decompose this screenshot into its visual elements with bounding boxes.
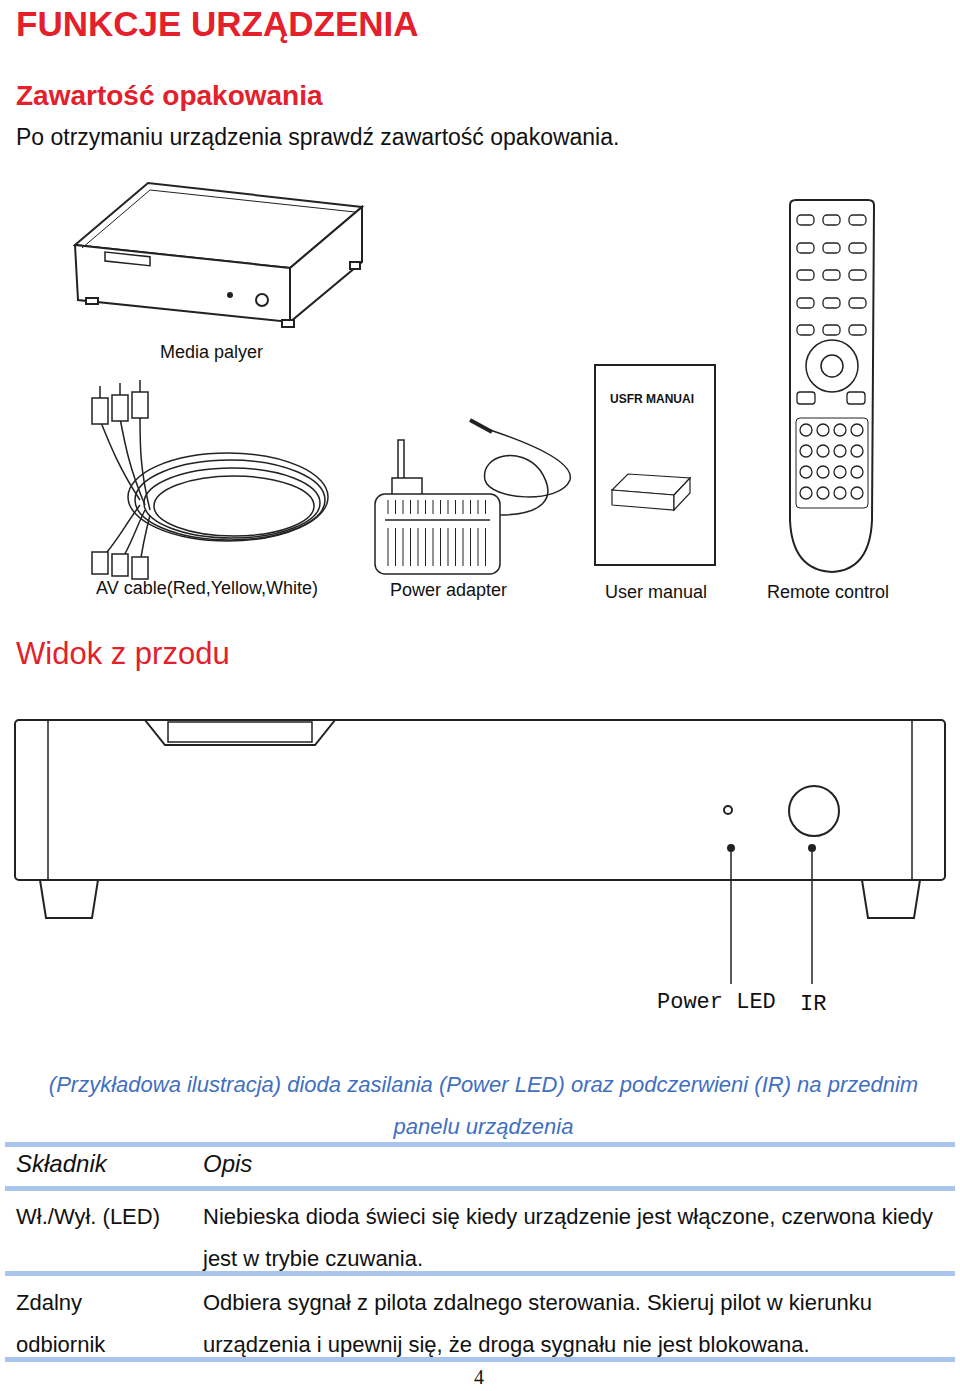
remote-button	[834, 424, 846, 436]
remote-button	[817, 445, 829, 457]
remote-button	[834, 445, 846, 457]
remote-button	[849, 243, 866, 253]
grill-line	[470, 528, 471, 566]
remote-button	[800, 445, 812, 457]
grill-line	[395, 500, 396, 514]
part-name: Power LED	[657, 990, 776, 1015]
av-cable-drawing	[92, 380, 328, 579]
table-header: Opis	[203, 1150, 252, 1178]
grill-line	[455, 500, 456, 514]
remote-buttons	[797, 215, 866, 499]
manual-device-sketch	[612, 474, 690, 510]
part-name: IR	[800, 992, 826, 1017]
grill-line	[478, 500, 479, 514]
remote-button	[797, 243, 814, 253]
grill-line	[410, 500, 411, 514]
remote-button	[797, 392, 815, 404]
remote-button	[851, 487, 863, 499]
grill-line	[388, 500, 389, 514]
intro-text: Po otrzymaniu urządzenia sprawdź zawarto…	[16, 124, 619, 151]
grill-line	[410, 528, 411, 566]
grill-line	[478, 528, 479, 566]
remote-button	[849, 270, 866, 280]
grill-line	[440, 528, 441, 566]
figure-caption: (Przykładowa ilustracja) dioda zasilania…	[16, 1064, 951, 1148]
remote-button	[797, 215, 814, 225]
remote-button	[823, 270, 840, 280]
media-player-drawing	[75, 183, 362, 327]
remote-button	[797, 325, 814, 335]
table-cell: Wł./Wył. (LED)	[16, 1196, 166, 1238]
section-heading: Widok z przodu	[16, 636, 230, 672]
grill-line	[448, 528, 449, 566]
remote-button	[834, 466, 846, 478]
remote-control-drawing	[790, 200, 874, 572]
grill-line	[395, 528, 396, 566]
manual-box: USFR MANUAI	[594, 364, 716, 566]
remote-button	[834, 487, 846, 499]
grill-line	[418, 500, 419, 514]
power-adapter-drawing	[375, 440, 500, 574]
adapter-grill	[388, 500, 486, 566]
remote-button	[849, 215, 866, 225]
remote-button	[847, 392, 865, 404]
remote-button	[851, 466, 863, 478]
remote-button	[823, 243, 840, 253]
grill-line	[418, 528, 419, 566]
remote-button	[851, 424, 863, 436]
page-number: 4	[474, 1366, 484, 1389]
grill-line	[463, 528, 464, 566]
grill-line	[425, 528, 426, 566]
item-label: Power adapter	[390, 580, 507, 601]
remote-button	[823, 215, 840, 225]
table-cell: Odbiera sygnał z pilota zdalnego sterowa…	[203, 1282, 955, 1366]
remote-button	[849, 325, 866, 335]
table-cell: Niebieska dioda świeci się kiedy urządze…	[203, 1196, 955, 1280]
page-title: FUNKCJE URZĄDZENIA	[16, 4, 419, 44]
grill-line	[433, 500, 434, 514]
grill-line	[470, 500, 471, 514]
section-heading: Zawartość opakowania	[16, 80, 323, 112]
grill-line	[463, 500, 464, 514]
remote-button	[797, 298, 814, 308]
table-rules	[5, 1142, 955, 1362]
remote-button	[800, 424, 812, 436]
power-cord-drawing	[470, 420, 570, 515]
remote-button	[823, 325, 840, 335]
grill-line	[448, 500, 449, 514]
grill-line	[433, 528, 434, 566]
grill-line	[388, 528, 389, 566]
remote-button	[797, 270, 814, 280]
remote-button	[817, 466, 829, 478]
item-label: Media palyer	[160, 342, 263, 363]
item-label: Remote control	[767, 582, 889, 603]
remote-button	[851, 445, 863, 457]
table-header: Składnik	[16, 1150, 107, 1178]
manual-title: USFR MANUAI	[596, 366, 714, 406]
remote-button	[800, 466, 812, 478]
grill-line	[485, 500, 486, 514]
remote-button	[823, 298, 840, 308]
remote-button	[817, 424, 829, 436]
item-label: User manual	[605, 582, 707, 603]
grill-line	[440, 500, 441, 514]
grill-line	[425, 500, 426, 514]
remote-button	[800, 487, 812, 499]
grill-line	[403, 528, 404, 566]
remote-button	[817, 487, 829, 499]
item-label: AV cable(Red,Yellow,White)	[96, 578, 318, 599]
table-cell: Zdalny odbiornik	[16, 1282, 166, 1366]
grill-line	[455, 528, 456, 566]
remote-button	[849, 298, 866, 308]
grill-line	[403, 500, 404, 514]
grill-line	[485, 528, 486, 566]
front-view-drawing	[15, 720, 945, 984]
